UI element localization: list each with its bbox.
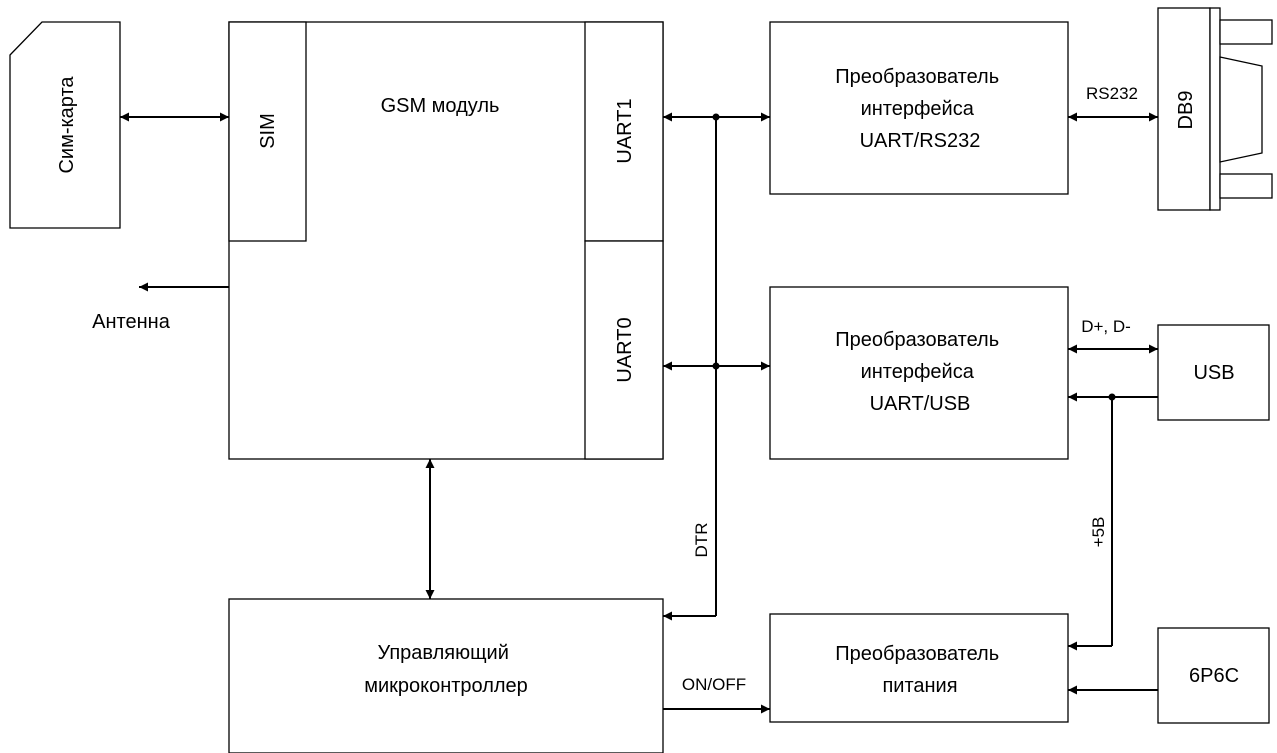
antenna-label: Антенна <box>92 311 171 333</box>
gsm-module-label: GSM модуль <box>381 95 500 117</box>
power-converter-box <box>769 613 1069 723</box>
uart1-block <box>584 21 664 242</box>
rs232-converter-box <box>769 21 1069 195</box>
uart1-label: UART1 <box>614 98 636 163</box>
sim-card-shape <box>9 21 121 229</box>
dtr-junction-uart0 <box>712 362 720 370</box>
plus5v-junction <box>1108 393 1116 401</box>
mcu-box <box>228 598 664 753</box>
db9-label: DB9 <box>1175 91 1197 130</box>
usb-connector-box <box>1157 324 1270 421</box>
rs232-signal-label: RS232 <box>1086 84 1138 103</box>
uart0-label: UART0 <box>614 317 636 382</box>
usb-data-signal-label: D+, D- <box>1081 317 1131 336</box>
usb-converter-box <box>769 286 1069 460</box>
uart0-block <box>584 240 664 460</box>
mcu-label: Управляющий микроконтроллер <box>364 642 528 697</box>
p6c-connector-label: 6P6C <box>1189 665 1239 687</box>
dtr-signal-label: DTR <box>692 523 711 558</box>
db9-connector <box>1157 7 1273 211</box>
power-converter-label: Преобразователь питания <box>835 643 1004 697</box>
onoff-signal-label: ON/OFF <box>682 675 746 694</box>
sim-block-label: SIM <box>257 113 279 149</box>
plus5v-signal-label: +5В <box>1089 517 1108 548</box>
usb-connector-label: USB <box>1193 362 1234 384</box>
usb-converter-label: Преобразователь интерфейса UART/USB <box>835 329 1004 415</box>
p6c-connector-box <box>1157 627 1270 724</box>
rs232-converter-label: Преобразователь интерфейса UART/RS232 <box>835 66 1004 152</box>
sim-block <box>228 21 307 242</box>
dtr-junction-uart1 <box>712 113 720 121</box>
sim-card-label: Сим-карта <box>56 76 78 174</box>
